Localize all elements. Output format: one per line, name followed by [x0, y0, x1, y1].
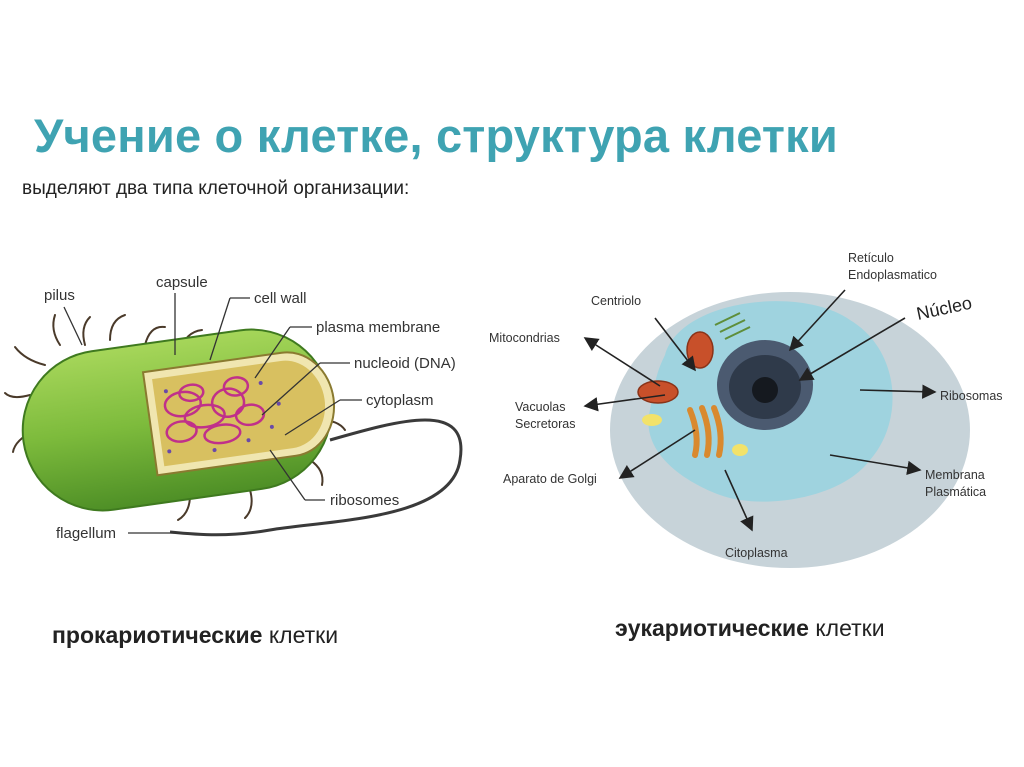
label-capsule: capsule	[156, 274, 208, 291]
nucleolus	[752, 377, 778, 403]
ribosome-dots	[163, 380, 281, 454]
label-vacuolas: Vacuolas	[515, 400, 566, 414]
label-cell-wall: cell wall	[254, 290, 307, 307]
nucleoid-dna	[163, 376, 266, 445]
prokaryote-cell: pilus capsule cell wall plasma membrane …	[4, 274, 463, 542]
label-pilus: pilus	[44, 287, 75, 304]
label-flagellum: flagellum	[56, 525, 116, 542]
prokaryote-leaders	[63, 293, 362, 534]
label-citoplasma: Citoplasma	[725, 546, 788, 560]
flagellum	[169, 418, 463, 537]
label-secretoras: Secretoras	[515, 417, 575, 431]
vacuole-2	[732, 444, 748, 456]
label-nucleoid: nucleoid (DNA)	[354, 355, 456, 372]
label-nucleo: Núcleo	[915, 293, 974, 324]
caption-eukaryotic: эукариотические клетки	[615, 615, 885, 642]
caption-prokaryotic-bold: прокариотические	[52, 622, 263, 648]
page-title: Учение о клетке, структура клетки	[34, 109, 838, 162]
caption-prokaryotic: прокариотические клетки	[52, 622, 338, 649]
label-reticulo: Retículo	[848, 251, 894, 265]
label-ribosomes: ribosomes	[330, 492, 399, 509]
label-membrana: Membrana	[925, 468, 985, 482]
eukaryote-cell: Retículo Endoplasmatico Centriolo Núcleo…	[489, 251, 1003, 568]
page-subtitle: выделяют два типа клеточной организации:	[22, 178, 410, 199]
caption-prokaryotic-rest: клетки	[262, 622, 339, 648]
eukaryote-arrows	[583, 289, 937, 532]
label-centriolo: Centriolo	[591, 294, 641, 308]
label-mitocondrias: Mitocondrias	[489, 331, 560, 345]
label-endoplasmatico: Endoplasmatico	[848, 268, 937, 282]
vacuole	[642, 414, 662, 426]
er-strands	[714, 312, 751, 340]
label-golgi: Aparato de Golgi	[503, 472, 597, 486]
golgi-apparatus	[687, 405, 724, 458]
label-plasma-membrane: plasma membrane	[316, 319, 440, 336]
caption-eukaryotic-rest: клетки	[808, 615, 885, 641]
label-ribosomas: Ribosomas	[940, 389, 1003, 403]
caption-eukaryotic-bold: эукариотические	[615, 615, 809, 641]
label-cytoplasm: cytoplasm	[366, 392, 434, 409]
label-plasmatica: Plasmática	[925, 485, 986, 499]
mitochondrion-1	[686, 331, 714, 369]
